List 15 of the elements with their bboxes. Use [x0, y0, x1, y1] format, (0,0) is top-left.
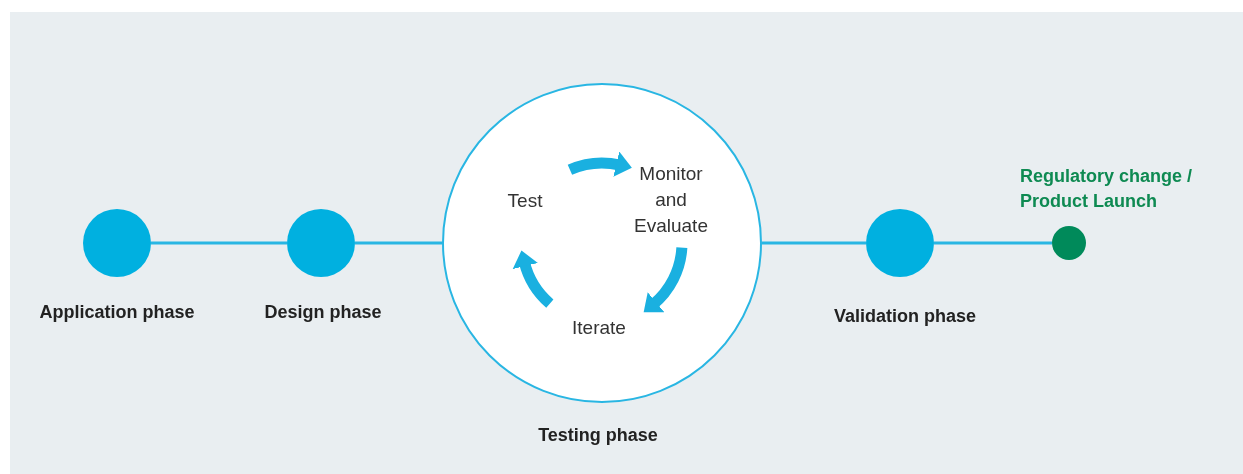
step-label: Iterate — [562, 315, 636, 341]
timeline-line — [762, 241, 866, 245]
phase-label: Validation phase — [832, 305, 977, 328]
cycle-arrow — [644, 247, 688, 313]
cycle-arrow — [513, 250, 554, 308]
timeline-line — [934, 241, 1052, 245]
cycle-arrow — [568, 151, 632, 178]
step-label: Test — [502, 188, 548, 214]
phase-label: Testing phase — [537, 424, 659, 447]
phase-label: Design phase — [263, 301, 383, 324]
timeline-line — [355, 241, 442, 245]
phase-label: Application phase — [38, 301, 196, 324]
milestone-label: Regulatory change / Product Launch — [1020, 165, 1194, 213]
step-label: Monitor and Evaluate — [624, 162, 718, 238]
timeline-line — [151, 241, 287, 245]
